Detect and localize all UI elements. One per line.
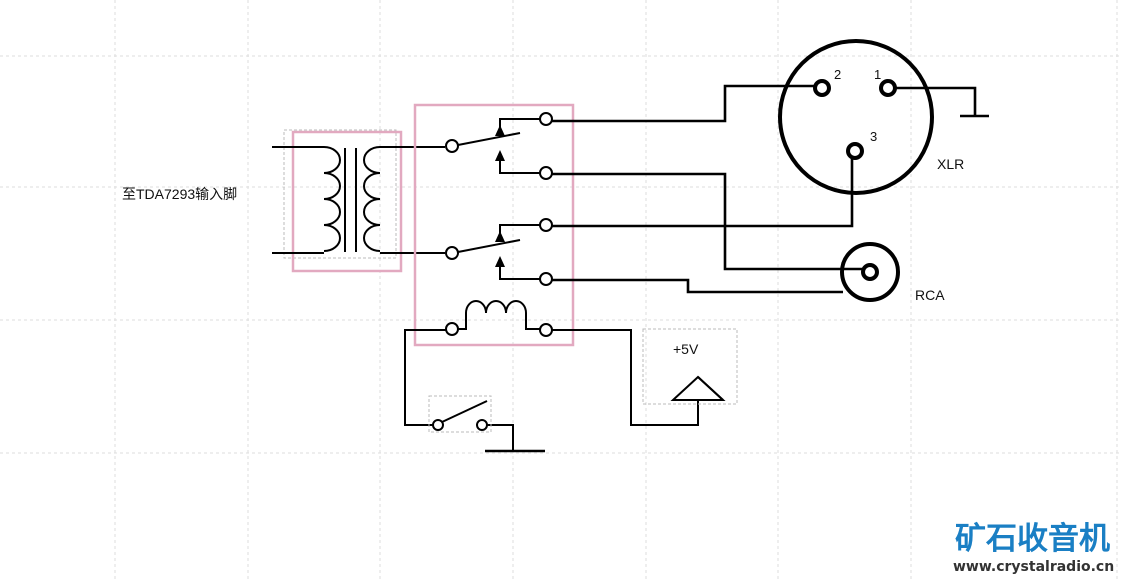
primary-coil	[323, 146, 341, 252]
transformer-highlight-box	[291, 130, 403, 273]
relay-coil	[458, 300, 540, 330]
switch	[428, 395, 492, 433]
xlr-pin-1-label: 1	[874, 67, 881, 82]
supply-label: +5V	[673, 341, 699, 357]
watermark-url: www.crystalradio.cn	[953, 559, 1114, 575]
xlr-label: XLR	[937, 156, 964, 172]
power-supply-5v: +5V	[642, 328, 738, 405]
xlr-pin-2-label: 2	[834, 67, 841, 82]
ground-icon	[895, 86, 989, 118]
watermark: 矿石收音机 www.crystalradio.cn	[953, 521, 1114, 575]
rca-connector: RCA	[840, 242, 945, 303]
wiring	[404, 84, 863, 453]
watermark-title: 矿石收音机	[955, 521, 1110, 557]
xlr-pin-3-label: 3	[870, 129, 877, 144]
rca-label: RCA	[915, 287, 945, 303]
relay	[413, 103, 575, 347]
transformer	[272, 129, 445, 273]
input-label: 至TDA7293输入脚	[122, 186, 237, 202]
xlr-connector: 2 1 3 XLR	[778, 39, 964, 195]
secondary-coil	[363, 146, 381, 252]
